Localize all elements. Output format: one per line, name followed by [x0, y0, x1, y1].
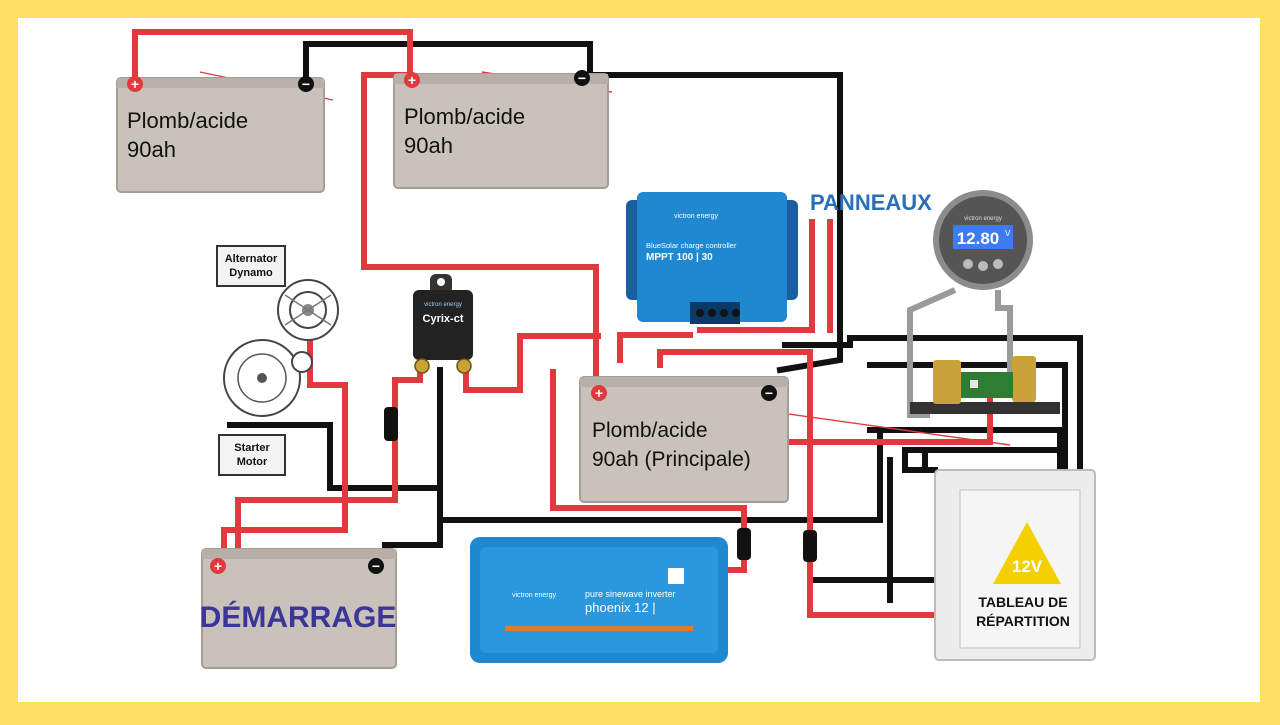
starter-label-box [218, 434, 286, 476]
mppt-line2: MPPT 100 | 30 [646, 252, 713, 263]
cyrix-terminal-icon [414, 358, 430, 374]
monitor-unit: V [1005, 229, 1011, 238]
battery-body [393, 73, 609, 189]
cyrix-name: Cyrix-ct [423, 313, 464, 325]
negative-sign: − [372, 558, 380, 574]
monitor-signal-wire [907, 287, 1013, 418]
positive-terminal-icon [404, 72, 420, 88]
battery-lead-acid-1: + − Plomb/acide 90ah [116, 76, 325, 193]
negative-sign: − [765, 385, 773, 401]
alternator-label-line1: Alternator [225, 253, 278, 265]
inverter-accent-stripe [505, 626, 693, 631]
battery-label-capacity: 90ah (Principale) [592, 448, 751, 471]
cyrix-terminal-icon [456, 358, 472, 374]
inverter-line2: phoenix 12 | [585, 600, 656, 615]
negative-terminal-icon [761, 385, 777, 401]
inline-fuse-icons [384, 407, 817, 562]
starter-battery-label: DÉMARRAGE [200, 600, 397, 634]
battery-lid [117, 78, 324, 88]
warning-triangle-icon [993, 522, 1061, 584]
fuse-icon [737, 528, 751, 560]
positive-terminal-icon [210, 558, 226, 574]
distribution-panel: 12V TABLEAU DE RÉPARTITION [934, 469, 1096, 661]
fuse-icon [384, 407, 398, 441]
battery-lid [394, 74, 608, 84]
mppt-body [637, 192, 787, 322]
monitor-screen [953, 225, 1013, 249]
shunt-terminal-icon [933, 360, 961, 404]
negative-wires [227, 41, 1083, 603]
monitor-button-icon [993, 259, 1003, 269]
battery-lead-acid-2: + − Plomb/acide 90ah [393, 70, 609, 189]
alternator-label-box [216, 245, 286, 287]
distribution-voltage: 12V [1012, 557, 1043, 576]
alternator-label-line2: Dynamo [229, 267, 273, 279]
positive-sign: + [131, 76, 139, 92]
mppt-solar-controller: victron energy BlueSolar charge controll… [626, 192, 798, 324]
positive-sign: + [214, 558, 222, 574]
battery-label-type: Plomb/acide [127, 108, 248, 133]
negative-terminal-icon [298, 76, 314, 92]
shunt-base [910, 402, 1060, 414]
starter-label-line2: Motor [237, 456, 268, 468]
mppt-brand: victron energy [674, 213, 718, 220]
monitor-button-icon [963, 259, 973, 269]
qr-code-icon [668, 568, 684, 584]
monitor-reading: 12.80 [957, 229, 1000, 248]
battery-label-capacity: 90ah [127, 137, 176, 162]
inverter-brand: victron energy [512, 592, 556, 599]
alternator-icon [277, 279, 339, 341]
starter-label-line1: Starter [234, 442, 270, 454]
cyrix-brand: victron energy [424, 302, 462, 308]
battery-label-type: Plomb/acide [592, 419, 708, 442]
battery-monitor: victron energy 12.80 V [933, 190, 1033, 290]
alternator-starter-group: Alternator Dynamo Starter Motor [216, 245, 339, 476]
mppt-line1: BlueSolar charge controller [646, 241, 737, 250]
negative-terminal-icon [368, 558, 384, 574]
phoenix-inverter: victron energy pure sinewave inverter ph… [470, 537, 728, 663]
battery-body [116, 77, 325, 193]
monitor-brand: victron energy [964, 216, 1002, 222]
negative-sign: − [302, 76, 310, 92]
battery-lid [202, 549, 396, 559]
distribution-label-line1: TABLEAU DE [978, 594, 1067, 610]
distribution-label-line2: RÉPARTITION [976, 613, 1070, 629]
negative-sign: − [578, 70, 586, 86]
positive-terminal-icon [591, 385, 607, 401]
battery-starter: + − DÉMARRAGE [200, 548, 397, 669]
positive-sign: + [595, 385, 603, 401]
battery-main: + − Plomb/acide 90ah (Principale) [579, 376, 789, 503]
monitor-button-icon [978, 261, 988, 271]
battery-label-capacity: 90ah [404, 133, 453, 158]
battery-lid [580, 377, 788, 387]
cyrix-ct-combiner: victron energy Cyrix-ct [413, 274, 473, 374]
panels-label: PANNEAUX [810, 190, 932, 215]
battery-label-type: Plomb/acide [404, 104, 525, 129]
starter-motor-icon [223, 339, 313, 417]
negative-terminal-icon [574, 70, 590, 86]
inverter-line1: pure sinewave inverter [585, 589, 676, 599]
shunt-terminal-icon [1012, 356, 1036, 402]
fuse-icon [803, 530, 817, 562]
cyrix-body [413, 290, 473, 360]
battery-shunt [910, 356, 1060, 414]
positive-terminal-icon [127, 76, 143, 92]
shunt-board [961, 372, 1013, 398]
positive-sign: + [408, 72, 416, 88]
